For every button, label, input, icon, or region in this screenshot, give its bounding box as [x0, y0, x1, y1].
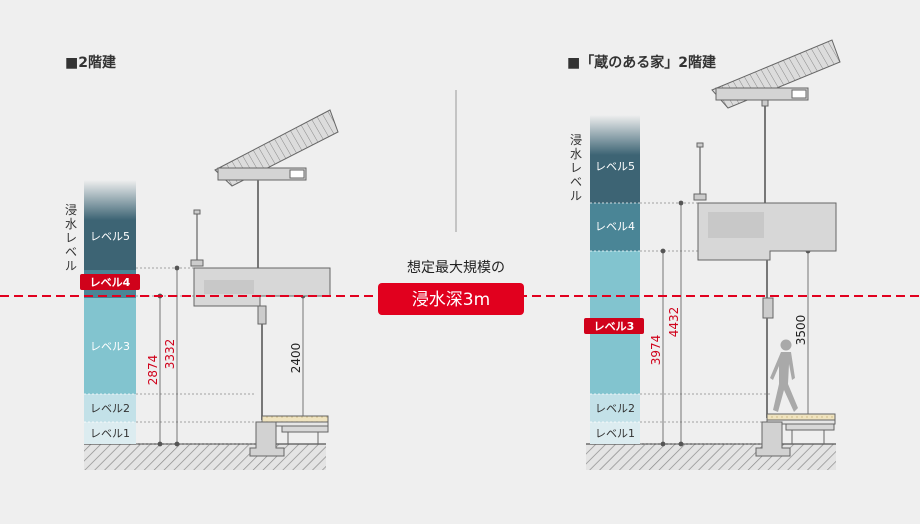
right-level2-label: レベル2 — [595, 402, 635, 415]
left-dim-2400: 2400 — [289, 343, 303, 374]
right-level3-label: レベル3 — [594, 320, 635, 333]
left-level2-band — [84, 394, 136, 422]
left-axis-char: レ — [65, 231, 77, 245]
right-level1-band — [590, 422, 640, 444]
right-axis-char: ベ — [570, 175, 582, 189]
left-level4-badge — [80, 274, 140, 290]
left-ground — [84, 443, 326, 470]
left-title: ■2階建 — [65, 54, 116, 71]
left-dim-3332: 3332 — [163, 339, 177, 370]
left-level4-label: レベル4 — [90, 276, 131, 289]
right-level5-fade — [590, 115, 640, 155]
right-level-column — [590, 115, 640, 444]
right-level1-label: レベル1 — [595, 427, 635, 440]
left-level1-band — [84, 422, 136, 444]
left-axis-char: 水 — [65, 217, 77, 231]
left-axis-char: ベ — [65, 245, 77, 259]
right-axis-char: ル — [570, 189, 582, 203]
right-ground — [586, 443, 836, 470]
right-dim-3974: 3974 — [649, 335, 663, 366]
left-level-labels: レベル5 レベル4 レベル3 レベル2 レベル1 — [90, 230, 131, 440]
center-badge-text: 浸水深3m — [412, 290, 490, 310]
left-roof — [214, 109, 339, 187]
left-level1-label: レベル1 — [90, 427, 130, 440]
left-foundation — [249, 421, 285, 457]
left-dim-2874: 2874 — [146, 355, 160, 386]
right-level5-band — [590, 155, 640, 203]
left-building-section — [190, 109, 339, 457]
right-foundation — [755, 421, 791, 457]
left-level3-band — [84, 298, 136, 394]
left-dimension-lines — [157, 265, 306, 447]
left-level5-fade — [84, 180, 136, 220]
right-axis-char: 浸 — [570, 133, 582, 147]
right-level4-label: レベル4 — [595, 220, 635, 233]
person-silhouette-icon — [770, 339, 798, 412]
right-axis-char: レ — [570, 161, 582, 175]
right-level-labels: レベル5 レベル4 レベル3 レベル2 レベル1 — [594, 160, 635, 440]
right-level4-band — [590, 203, 640, 251]
right-level2-band — [590, 394, 640, 422]
right-level5-label: レベル5 — [595, 160, 635, 173]
right-axis-char: 水 — [570, 147, 582, 161]
right-dim-3500: 3500 — [794, 315, 808, 346]
right-title: ■「蔵のある家」2階建 — [567, 54, 716, 71]
center-badge — [378, 283, 524, 315]
right-dimension-lines — [660, 200, 811, 447]
left-level3-label: レベル3 — [90, 340, 130, 353]
left-level5-band — [84, 220, 136, 270]
left-axis-char: ル — [65, 259, 77, 273]
right-dim-4432: 4432 — [667, 307, 681, 338]
right-level3-badge — [584, 318, 644, 334]
left-axis-char: 浸 — [65, 203, 77, 217]
left-level5-label: レベル5 — [90, 230, 130, 243]
right-building-section — [693, 39, 841, 457]
left-level2-label: レベル2 — [90, 402, 130, 415]
center-caption: 想定最大規模の — [407, 260, 505, 276]
